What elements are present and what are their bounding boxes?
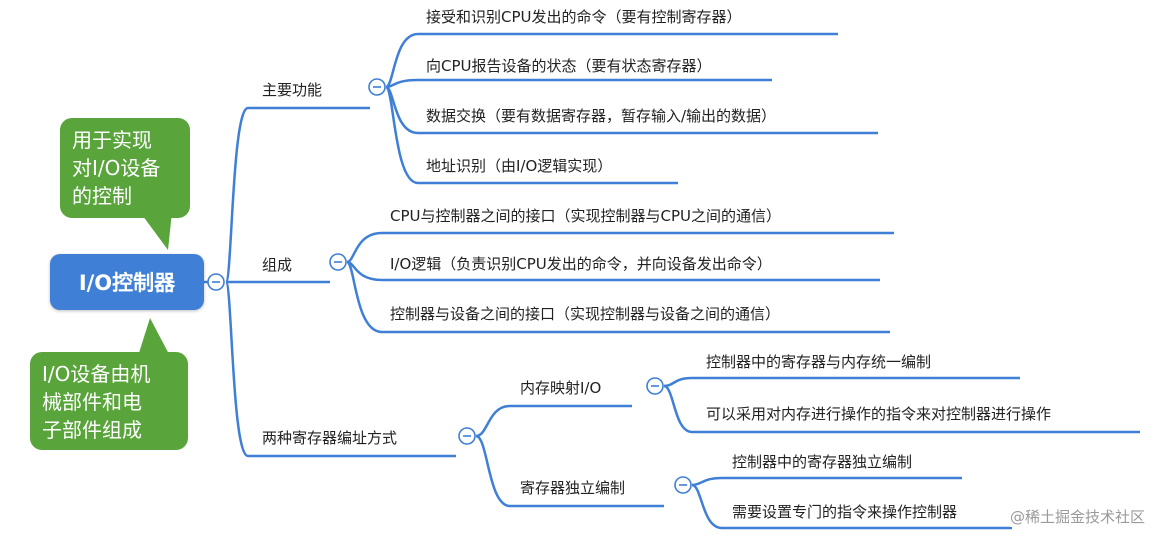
collapse-minus-signs xyxy=(212,86,687,486)
note-composition-line-2: 械部件和电 xyxy=(42,390,142,414)
note-composition-tail xyxy=(138,318,170,356)
components-item-2[interactable]: I/O逻辑（负责识别CPU发出的命令，并向设备发出命令） xyxy=(390,255,772,273)
note-composition: I/O设备由机 械部件和电 子部件组成 xyxy=(30,352,188,450)
root-node[interactable]: I/O控制器 xyxy=(50,254,204,310)
memory-mapped-label[interactable]: 内存映射I/O xyxy=(520,379,602,397)
independent-item-2[interactable]: 需要设置专门的指令来操作控制器 xyxy=(732,503,958,521)
independent-item-1[interactable]: 控制器中的寄存器独立编制 xyxy=(732,453,913,471)
branch-components-label[interactable]: 组成 xyxy=(262,256,293,274)
functions-item-2[interactable]: 向CPU报告设备的状态（要有状态寄存器） xyxy=(426,57,712,75)
connectors xyxy=(204,32,1140,530)
memory-mapped-item-2[interactable]: 可以采用对内存进行操作的指令来对控制器进行操作 xyxy=(706,405,1052,423)
independent-label[interactable]: 寄存器独立编制 xyxy=(520,479,626,497)
memory-mapped-item-1[interactable]: 控制器中的寄存器与内存统一编制 xyxy=(706,353,932,371)
branch-functions-label[interactable]: 主要功能 xyxy=(262,81,323,99)
note-composition-line-1: I/O设备由机 xyxy=(42,362,151,386)
watermark: @稀土掘金技术社区 xyxy=(1010,506,1146,527)
note-purpose-line-1: 用于实现 xyxy=(72,128,152,152)
note-purpose-tail xyxy=(140,212,172,250)
functions-item-1[interactable]: 接受和识别CPU发出的命令（要有控制寄存器） xyxy=(426,8,742,26)
branch-addressing-label[interactable]: 两种寄存器编址方式 xyxy=(262,429,398,447)
collapse-buttons xyxy=(207,78,692,494)
note-composition-line-3: 子部件组成 xyxy=(42,418,142,442)
functions-item-3[interactable]: 数据交换（要有数据寄存器，暂存输入/输出的数据） xyxy=(426,107,777,125)
note-purpose-line-3: 的控制 xyxy=(72,184,132,208)
note-purpose: 用于实现 对I/O设备 的控制 xyxy=(60,118,190,218)
root-node-label: I/O控制器 xyxy=(78,271,176,295)
functions-item-4[interactable]: 地址识别（由I/O逻辑实现） xyxy=(426,157,613,175)
note-purpose-line-2: 对I/O设备 xyxy=(72,156,161,180)
components-item-1[interactable]: CPU与控制器之间的接口（实现控制器与CPU之间的通信） xyxy=(390,207,781,225)
components-item-3[interactable]: 控制器与设备之间的接口（实现控制器与设备之间的通信） xyxy=(390,305,781,323)
